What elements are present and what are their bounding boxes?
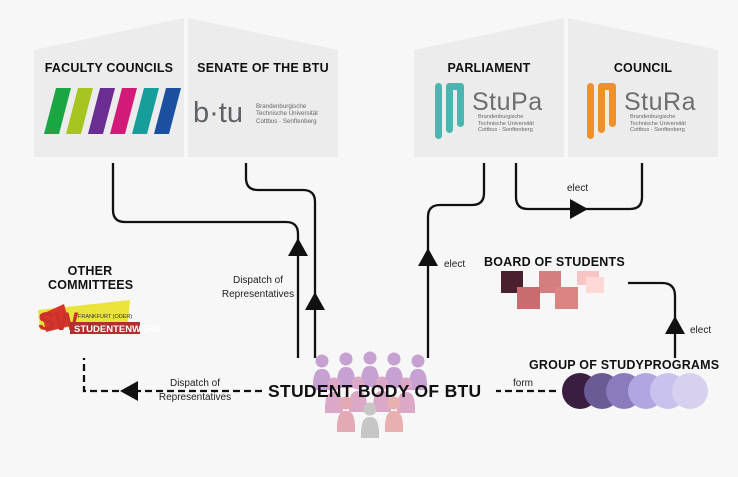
dashed-lines <box>82 358 556 393</box>
elect-board-label: elect <box>690 325 712 336</box>
senate-title: SENATE OF THE BTU <box>197 61 329 75</box>
student-body-title: STUDENT BODY OF BTU <box>268 381 482 401</box>
arrow-up-senate <box>305 292 325 310</box>
arrowheads <box>120 199 685 401</box>
stura-wordmark: StuRa <box>624 88 696 116</box>
box-senate <box>188 18 338 157</box>
edge-body-to-committees <box>82 358 262 393</box>
faculty-stripe <box>132 88 159 134</box>
arrow-up-parliament <box>418 248 438 266</box>
board-of-students-logo <box>501 271 604 309</box>
person-figure <box>360 402 380 438</box>
box-council <box>568 18 718 157</box>
person-figure <box>324 377 344 413</box>
studentenwerk-logo: SW FRANKFURT (ODER) STUDENTENWERK <box>38 300 161 336</box>
edge-studyprograms-to-board <box>628 281 677 358</box>
dispatch-other-label: Dispatch of Representatives <box>158 378 232 403</box>
other-committees-title: OTHER COMMITTEES <box>48 264 134 292</box>
council-title: COUNCIL <box>613 61 673 75</box>
arrow-up-board <box>665 316 685 334</box>
faculty-stripe <box>44 88 71 134</box>
arrow-right-council <box>570 199 588 219</box>
person-figure <box>336 396 356 432</box>
faculty-logo <box>44 88 181 134</box>
studyprograms-logo <box>562 373 708 409</box>
stupa-brand-text: Brandenburgische Technische Universität … <box>478 114 534 134</box>
person-figure <box>408 354 428 390</box>
person-figure <box>312 354 332 390</box>
faculty-councils-title: FACULTY COUNCILS <box>44 61 174 75</box>
elect-parliament-label: elect <box>444 259 466 270</box>
person-figure <box>384 352 404 388</box>
edge-faculty-to-body <box>111 163 300 358</box>
student-body-people <box>312 351 428 438</box>
person-figure <box>384 396 404 432</box>
box-faculty-councils <box>34 18 184 157</box>
stupa-logo <box>435 83 464 139</box>
person-figure <box>396 377 416 413</box>
edge-parliament-to-body <box>426 163 486 358</box>
arrow-left-committees <box>120 381 138 401</box>
parliament-title: PARLIAMENT <box>447 61 531 75</box>
person-figure <box>372 376 392 412</box>
stura-logo <box>587 83 616 139</box>
person-figure <box>360 351 380 387</box>
stura-brand-text: Brandenburgische Technische Universität … <box>630 114 686 134</box>
faculty-stripe <box>110 88 137 134</box>
dispatch-senate-label: Dispatch of Representatives <box>221 275 295 300</box>
studentenwerk-sub: FRANKFURT (ODER) <box>78 314 132 320</box>
elect-council-label: elect <box>567 183 589 194</box>
group-of-studyprograms-title: GROUP OF STUDYPROGRAMS <box>529 358 720 372</box>
person-figure <box>336 352 356 388</box>
board-of-students-title: BOARD OF STUDENTS <box>484 255 625 269</box>
btu-wordmark: b·tu <box>193 97 243 129</box>
faculty-stripe <box>88 88 115 134</box>
faculty-stripe <box>154 88 181 134</box>
btu-logo: b·tu <box>193 97 243 129</box>
btu-brand-text: Brandenburgische Technische Universität … <box>256 103 318 125</box>
faculty-stripe <box>66 88 93 134</box>
form-label: form <box>513 378 533 389</box>
edge-senate-to-body <box>244 163 317 358</box>
stupa-wordmark: StuPa <box>472 88 543 116</box>
arrow-up-faculty <box>288 238 308 256</box>
studyprogram-circle <box>672 373 708 409</box>
studentenwerk-name: STUDENTENWERK <box>74 324 161 335</box>
person-figure <box>348 376 368 412</box>
